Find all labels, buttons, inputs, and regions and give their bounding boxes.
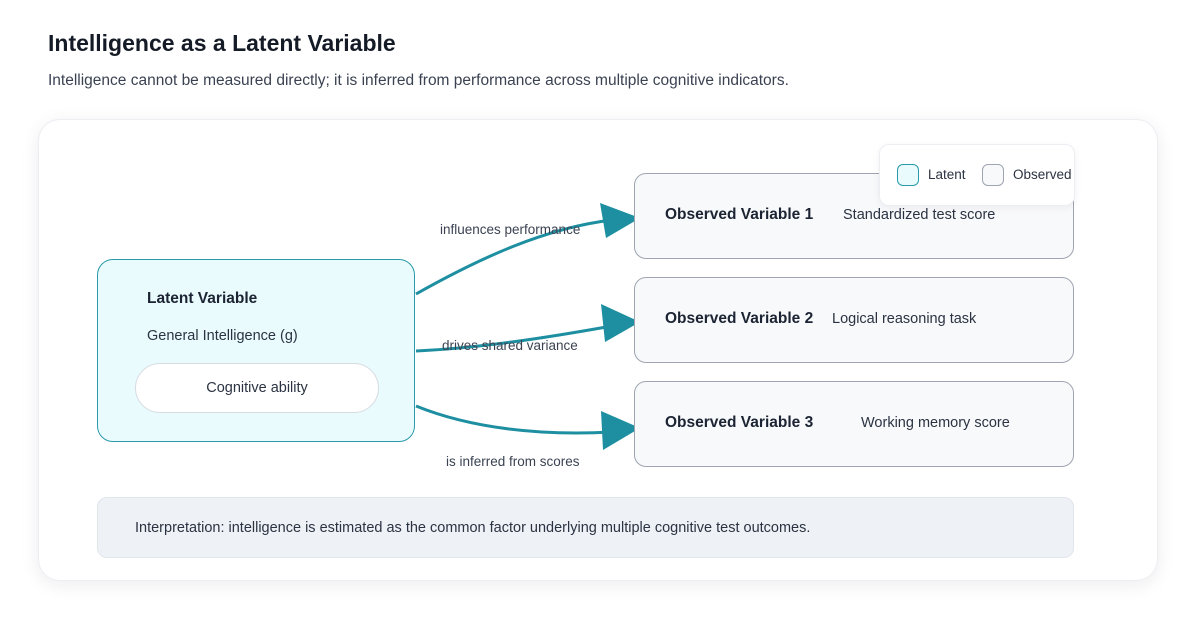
legend-observed-swatch xyxy=(982,164,1004,186)
legend: Latent Observed xyxy=(879,144,1075,206)
observed-node-2-description: Logical reasoning task xyxy=(832,311,977,327)
latent-node-title: Latent Variable xyxy=(147,290,258,307)
legend-latent-swatch xyxy=(897,164,919,186)
observed-node-3-description: Working memory score xyxy=(861,415,1010,431)
observed-node-2[interactable]: Observed Variable 2 Logical reasoning ta… xyxy=(634,277,1074,363)
observed-node-2-title: Observed Variable 2 xyxy=(665,310,814,327)
legend-latent-label: Latent xyxy=(928,167,966,182)
page-subtitle: Intelligence cannot be measured directly… xyxy=(48,72,789,89)
latent-node-subtitle: General Intelligence (g) xyxy=(147,328,298,344)
legend-observed-label: Observed xyxy=(1013,167,1072,182)
observed-node-3[interactable]: Observed Variable 3 Working memory score xyxy=(634,381,1074,467)
observed-node-1-title: Observed Variable 1 xyxy=(665,206,814,223)
page-title: Intelligence as a Latent Variable xyxy=(48,30,396,56)
interpretation-text: Interpretation: intelligence is estimate… xyxy=(135,519,811,536)
edge-label-2: drives shared variance xyxy=(442,338,578,353)
edge-label-3: is inferred from scores xyxy=(446,454,580,469)
observed-node-1-description: Standardized test score xyxy=(843,207,996,223)
edge-label-1: influences performance xyxy=(440,222,581,237)
latent-node[interactable]: Latent Variable General Intelligence (g)… xyxy=(97,259,415,442)
interpretation-banner: Interpretation: intelligence is estimate… xyxy=(97,497,1074,558)
observed-node-3-title: Observed Variable 3 xyxy=(665,414,814,431)
latent-node-pill: Cognitive ability xyxy=(135,363,379,413)
